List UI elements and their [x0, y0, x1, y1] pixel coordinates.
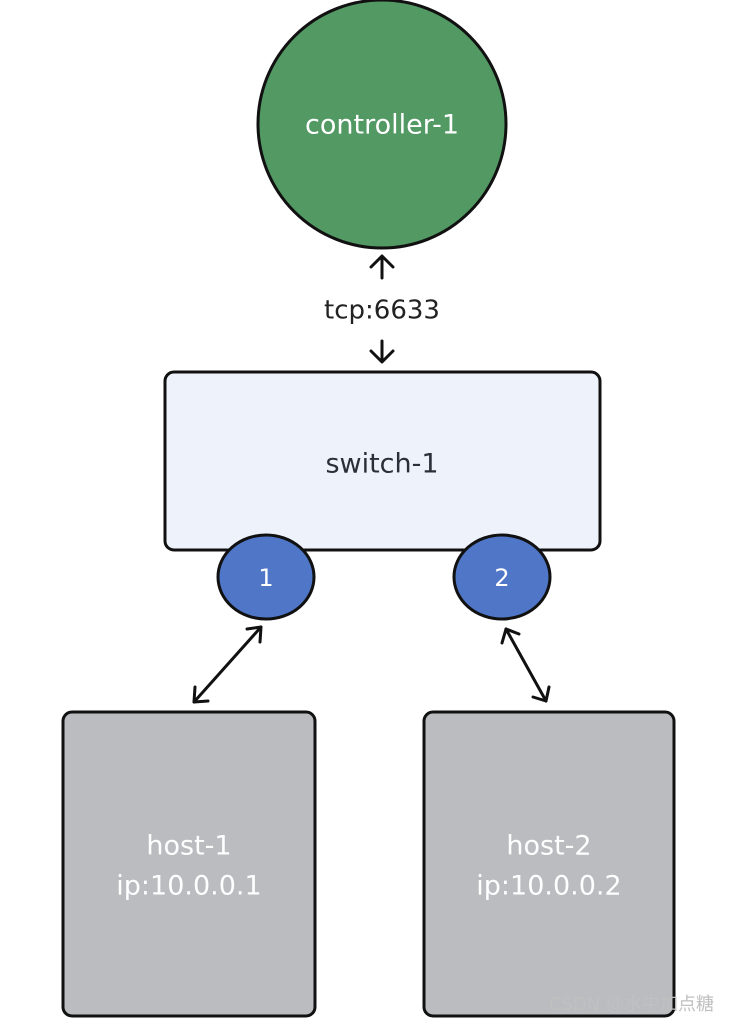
arrowhead-icon: [245, 625, 263, 644]
port1-host1-link: [192, 625, 263, 704]
host-2-ip: ip:10.0.0.2: [476, 871, 621, 902]
host-1-ip: ip:10.0.0.1: [116, 871, 261, 902]
port-1-circle: [216, 533, 316, 621]
port-1: 1: [216, 533, 316, 621]
port-2: 2: [452, 533, 552, 621]
switch-box: [163, 370, 602, 552]
host-1-node: host-1 ip:10.0.0.1: [61, 710, 317, 1018]
link-line: [192, 625, 263, 704]
host-2-box: [422, 710, 676, 1018]
port-2-circle: [452, 533, 552, 621]
arrow-up-icon: [369, 254, 395, 280]
host-1-name: host-1: [146, 831, 231, 862]
host-1-box: [61, 710, 317, 1018]
connection-label: tcp:6633: [324, 296, 440, 326]
host-2-name: host-2: [506, 831, 591, 862]
controller-node: controller-1: [256, 0, 508, 250]
arrowhead-icon: [531, 685, 551, 703]
controller-label: controller-1: [305, 110, 459, 141]
port-1-label: 1: [258, 564, 273, 592]
arrowhead-icon: [192, 685, 210, 704]
arrowhead-icon: [500, 627, 521, 645]
port-2-label: 2: [494, 564, 509, 592]
port2-host2-link: [500, 627, 551, 703]
switch-node: switch-1: [163, 370, 602, 552]
arrow-down-icon: [369, 339, 395, 364]
controller-switch-link: [369, 254, 395, 364]
controller-circle: [256, 0, 508, 250]
watermark-text: CSDN @水中加点糖: [549, 994, 714, 1015]
host-2-node: host-2 ip:10.0.0.2: [422, 710, 676, 1018]
link-line: [504, 627, 548, 703]
switch-label: switch-1: [325, 449, 438, 480]
